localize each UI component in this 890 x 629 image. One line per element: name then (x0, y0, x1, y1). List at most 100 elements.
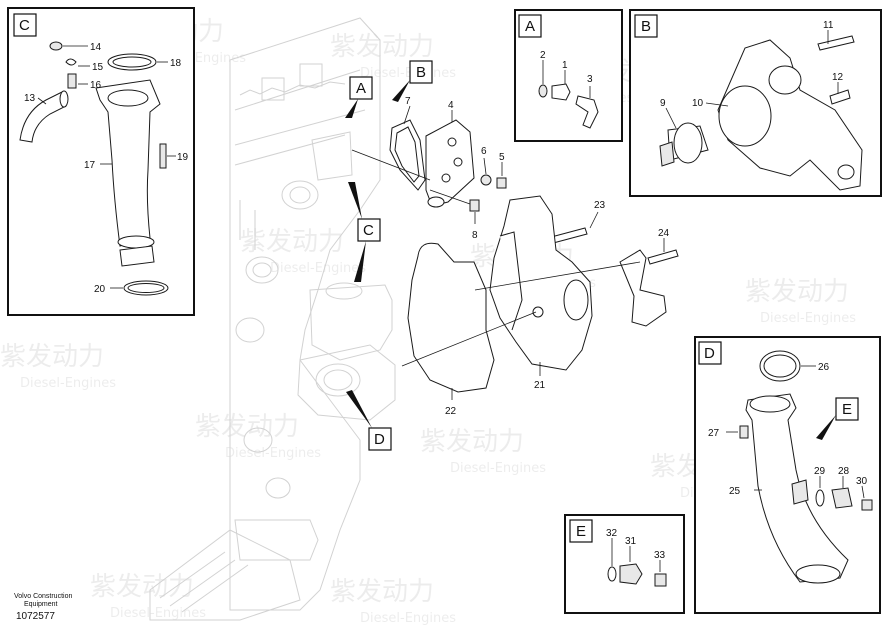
footer-brand: Volvo Construction (14, 593, 72, 600)
main-exploded-view: A B C D 7 4 (345, 60, 679, 451)
part-29-seal (815, 489, 825, 507)
svg-text:Diesel-Engines: Diesel-Engines (760, 311, 856, 326)
svg-text:D: D (374, 431, 385, 448)
footer-block: Volvo Construction Equipment 1072577 (14, 593, 72, 622)
watermark-8: 紫发动力 Diesel-Engines (0, 342, 116, 391)
part-1-adapter (551, 83, 571, 101)
footer-category: Equipment (24, 601, 58, 608)
watermark-12: 紫发动力 Diesel-Engines (90, 572, 206, 621)
part-label-6: 6 (481, 146, 487, 157)
inset-d: D E 26 27 25 29 28 30 (694, 336, 881, 614)
part-11-bolt (817, 35, 855, 51)
part-14-washer (49, 41, 63, 51)
part-27-bolt (739, 425, 749, 439)
mounting-bracket (619, 249, 667, 327)
part-label-2: 2 (540, 50, 546, 61)
svg-text:Diesel-Engines: Diesel-Engines (360, 66, 456, 81)
part-6-washer (480, 174, 492, 186)
svg-text:A: A (525, 18, 535, 35)
part-24-bolt (647, 249, 679, 265)
inset-a: A 2 1 3 (514, 9, 623, 142)
part-16-bolt (67, 73, 77, 89)
part-label-31: 31 (625, 536, 637, 547)
svg-text:紫发动力: 紫发动力 (240, 227, 344, 257)
part-21-water-pump (489, 195, 593, 371)
svg-text:B: B (641, 18, 651, 35)
part-32-seal (607, 566, 617, 582)
part-label-15: 15 (92, 62, 104, 73)
part-label-23: 23 (594, 200, 606, 211)
svg-text:紫发动力: 紫发动力 (90, 572, 194, 602)
part-4-water-outlet-housing (425, 119, 475, 207)
part-19-bolt (159, 143, 167, 169)
footer-doc-number: 1072577 (16, 611, 55, 622)
part-label-32: 32 (606, 528, 618, 539)
part-label-3: 3 (587, 74, 593, 85)
svg-text:Diesel-Engines: Diesel-Engines (110, 606, 206, 621)
watermark-5: 紫发动力 Diesel-Engines (240, 227, 366, 276)
part-label-14: 14 (90, 42, 102, 53)
inset-c: C 18 14 15 16 13 17 19 (7, 7, 195, 316)
part-label-8: 8 (472, 230, 478, 241)
watermark-10: 紫发动力 Diesel-Engines (420, 427, 546, 476)
part-31-sensor (619, 563, 643, 585)
svg-text:E: E (842, 401, 852, 418)
part-label-30: 30 (856, 476, 868, 487)
part-label-10: 10 (692, 98, 704, 109)
part-label-19: 19 (177, 152, 189, 163)
svg-text:紫发动力: 紫发动力 (330, 32, 434, 62)
part-8-bolt (469, 199, 480, 212)
part-label-18: 18 (170, 58, 182, 69)
inset-d-tag: D (698, 341, 722, 365)
svg-text:A: A (356, 80, 366, 97)
part-label-12: 12 (832, 72, 844, 83)
part-2-washer (538, 84, 548, 98)
svg-text:紫发动力: 紫发动力 (0, 342, 104, 372)
part-label-26: 26 (818, 362, 830, 373)
svg-text:Diesel-Engines: Diesel-Engines (270, 261, 366, 276)
inset-b: B 11 12 9 10 (629, 9, 882, 197)
part-28-sensor (831, 487, 853, 509)
callout-a: A (345, 76, 373, 118)
part-label-28: 28 (838, 466, 850, 477)
svg-text:Diesel-Engines: Diesel-Engines (450, 461, 546, 476)
svg-text:C: C (19, 17, 30, 34)
part-label-16: 16 (90, 80, 102, 91)
part-label-17: 17 (84, 160, 96, 171)
part-label-11: 11 (823, 20, 834, 31)
inset-c-tag: C (13, 13, 37, 37)
part-label-1: 1 (562, 60, 568, 71)
callout-c: C (348, 182, 381, 282)
callout-e-inset-d: E (816, 397, 859, 440)
svg-text:紫发动力: 紫发动力 (330, 577, 434, 607)
svg-text:Diesel-Engines: Diesel-Engines (225, 446, 321, 461)
svg-text:E: E (576, 523, 586, 540)
callout-b: B (392, 60, 433, 102)
part-label-9: 9 (660, 98, 666, 109)
svg-text:Diesel-Engines: Diesel-Engines (360, 611, 456, 626)
part-12-bolt (829, 89, 851, 105)
svg-text:紫发动力: 紫发动力 (420, 427, 524, 457)
part-5-plug (496, 177, 507, 189)
watermark-9: 紫发动力 Diesel-Engines (195, 412, 321, 461)
part-label-29: 29 (814, 466, 826, 477)
inset-b-tag: B (634, 14, 658, 38)
svg-text:C: C (363, 222, 374, 239)
part-label-7: 7 (405, 96, 411, 107)
part-label-20: 20 (94, 284, 106, 295)
svg-text:紫发动力: 紫发动力 (195, 412, 299, 442)
part-label-21: 21 (534, 380, 546, 391)
part-10-thermostat-housing (717, 39, 863, 191)
part-label-4: 4 (448, 100, 454, 111)
engine-block-outline (149, 17, 396, 621)
inset-e: E 32 31 33 (564, 514, 685, 614)
part-3-elbow-fitting (575, 95, 599, 129)
svg-text:B: B (416, 64, 426, 81)
watermark-13: 紫发动力 Diesel-Engines (330, 577, 456, 626)
inset-a-tag: A (518, 14, 542, 38)
part-30-plug (861, 499, 873, 511)
part-label-33: 33 (654, 550, 666, 561)
inset-e-tag: E (569, 519, 593, 543)
svg-text:紫发动力: 紫发动力 (745, 277, 849, 307)
